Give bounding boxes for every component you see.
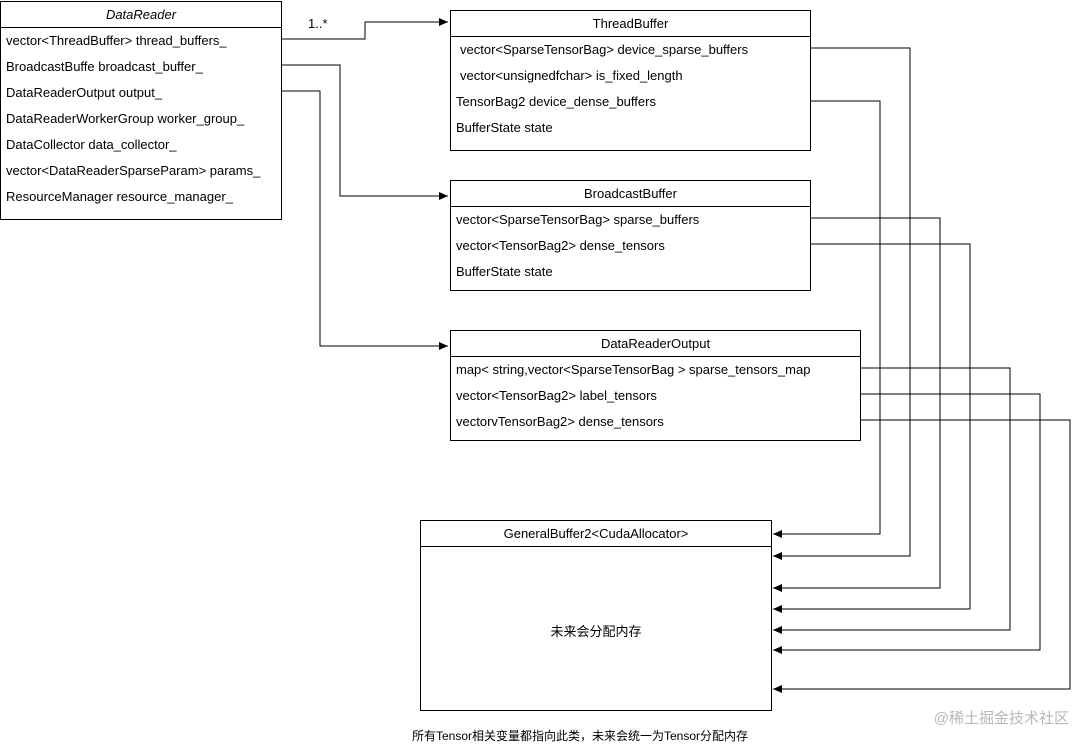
field-row: BroadcastBuffe broadcast_buffer_ bbox=[6, 59, 203, 74]
field-row: map< string,vector<SparseTensorBag > spa… bbox=[456, 362, 811, 377]
class-data-reader[interactable]: DataReader vector<ThreadBuffer> thread_b… bbox=[0, 1, 282, 220]
field-row: vector<TensorBag2> dense_tensors bbox=[456, 238, 665, 253]
edge-datareader-threadbuffer bbox=[281, 18, 448, 40]
edge-sparse-buffers bbox=[773, 217, 941, 592]
class-title: BroadcastBuffer bbox=[451, 181, 810, 207]
edge-datareader-broadcastbuffer bbox=[281, 64, 448, 200]
multiplicity-label: 1..* bbox=[308, 16, 328, 31]
field-row: TensorBag2 device_dense_buffers bbox=[456, 94, 656, 109]
edge-dense-tensors-broadcast bbox=[773, 243, 971, 613]
field-row: vector<DataReaderSparseParam> params_ bbox=[6, 163, 261, 178]
class-thread-buffer[interactable]: ThreadBuffer vector<SparseTensorBag> dev… bbox=[450, 10, 811, 151]
edge-label-tensors bbox=[773, 393, 1041, 654]
field-row: vector<TensorBag2> label_tensors bbox=[456, 388, 657, 403]
field-row: BufferState state bbox=[456, 264, 553, 279]
field-row: vector<ThreadBuffer> thread_buffers_ bbox=[6, 33, 227, 48]
field-row: vector<unsignedfchar> is_fixed_length bbox=[460, 68, 683, 83]
field-row: DataReaderWorkerGroup worker_group_ bbox=[6, 111, 245, 126]
class-body-text: 未来会分配内存 bbox=[550, 624, 642, 639]
diagram-caption: 所有Tensor相关变量都指向此类，未来会统一为Tensor分配内存 bbox=[411, 729, 749, 743]
class-title: DataReader bbox=[1, 2, 281, 28]
field-row: vector<SparseTensorBag> sparse_buffers bbox=[456, 212, 700, 227]
class-title: ThreadBuffer bbox=[451, 11, 810, 37]
class-title: DataReaderOutput bbox=[451, 331, 860, 357]
class-general-buffer[interactable]: GeneralBuffer2<CudaAllocator> 未来会分配内存 bbox=[420, 520, 772, 711]
class-title: GeneralBuffer2<CudaAllocator> bbox=[421, 521, 771, 547]
watermark: @稀土掘金技术社区 bbox=[933, 710, 1069, 727]
class-data-reader-output[interactable]: DataReaderOutput map< string,vector<Spar… bbox=[450, 330, 861, 441]
field-row: vector<SparseTensorBag> device_sparse_bu… bbox=[460, 42, 749, 57]
edge-dense-tensors-output bbox=[773, 419, 1071, 693]
edge-datareader-output bbox=[281, 90, 448, 350]
edge-device-sparse-buffers bbox=[773, 47, 911, 560]
edge-sparse-tensors-map bbox=[773, 367, 1011, 634]
field-row: DataCollector data_collector_ bbox=[6, 137, 177, 152]
class-broadcast-buffer[interactable]: BroadcastBuffer vector<SparseTensorBag> … bbox=[450, 180, 811, 291]
edge-device-dense-buffers bbox=[773, 100, 881, 538]
field-row: BufferState state bbox=[456, 120, 553, 135]
field-row: ResourceManager resource_manager_ bbox=[6, 189, 233, 204]
field-row: DataReaderOutput output_ bbox=[6, 85, 163, 100]
field-row: vectorvTensorBag2> dense_tensors bbox=[456, 414, 664, 429]
